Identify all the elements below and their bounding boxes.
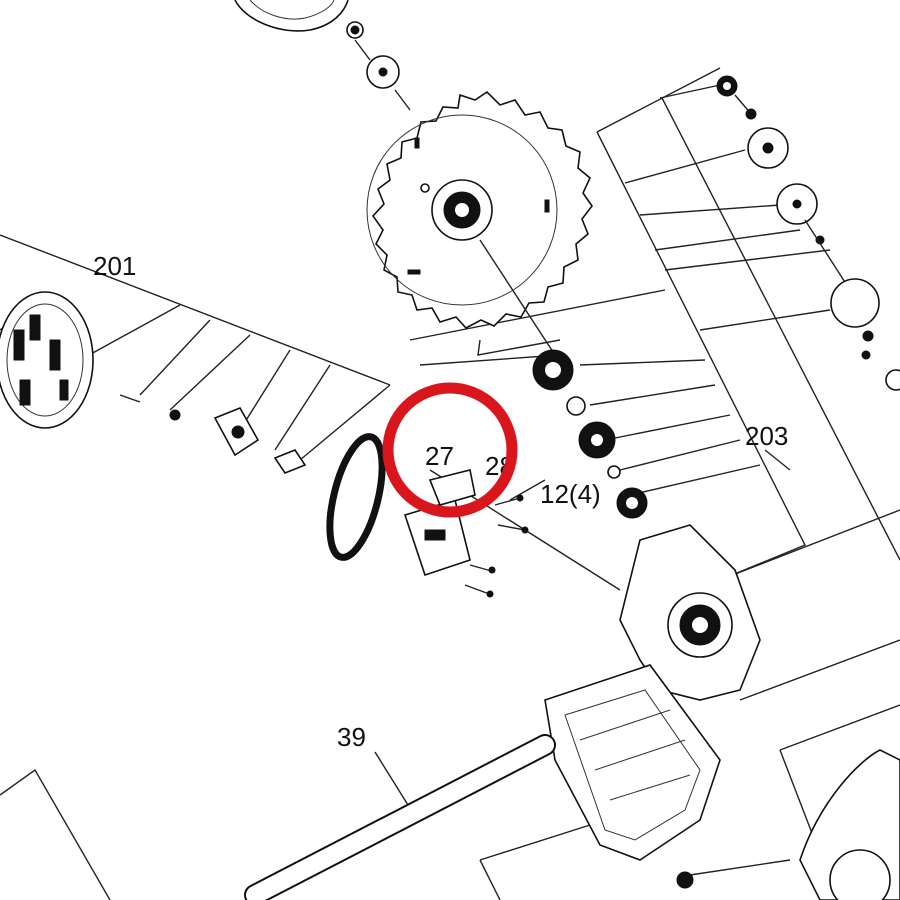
left-small-parts bbox=[119, 394, 307, 474]
small-gear bbox=[532, 349, 648, 519]
shaft-39 bbox=[244, 734, 556, 900]
toothed-wheel bbox=[366, 90, 593, 329]
label-27: 27 bbox=[425, 441, 454, 471]
label-203: 203 bbox=[745, 421, 788, 451]
label-201: 201 bbox=[93, 251, 136, 281]
top-washers bbox=[346, 21, 556, 356]
bottom-right-fitting bbox=[676, 749, 900, 900]
bracket-lines bbox=[0, 67, 900, 900]
bracket-assembly bbox=[403, 469, 529, 598]
highlight-circle-icon bbox=[382, 382, 518, 518]
left-housing bbox=[0, 291, 94, 429]
label-39: 39 bbox=[337, 722, 366, 752]
top-wheel-partial bbox=[234, 0, 349, 32]
right-washers bbox=[716, 75, 900, 391]
motor-housing bbox=[544, 524, 761, 861]
o-ring bbox=[326, 433, 386, 561]
label-12: 12(4) bbox=[540, 479, 601, 509]
